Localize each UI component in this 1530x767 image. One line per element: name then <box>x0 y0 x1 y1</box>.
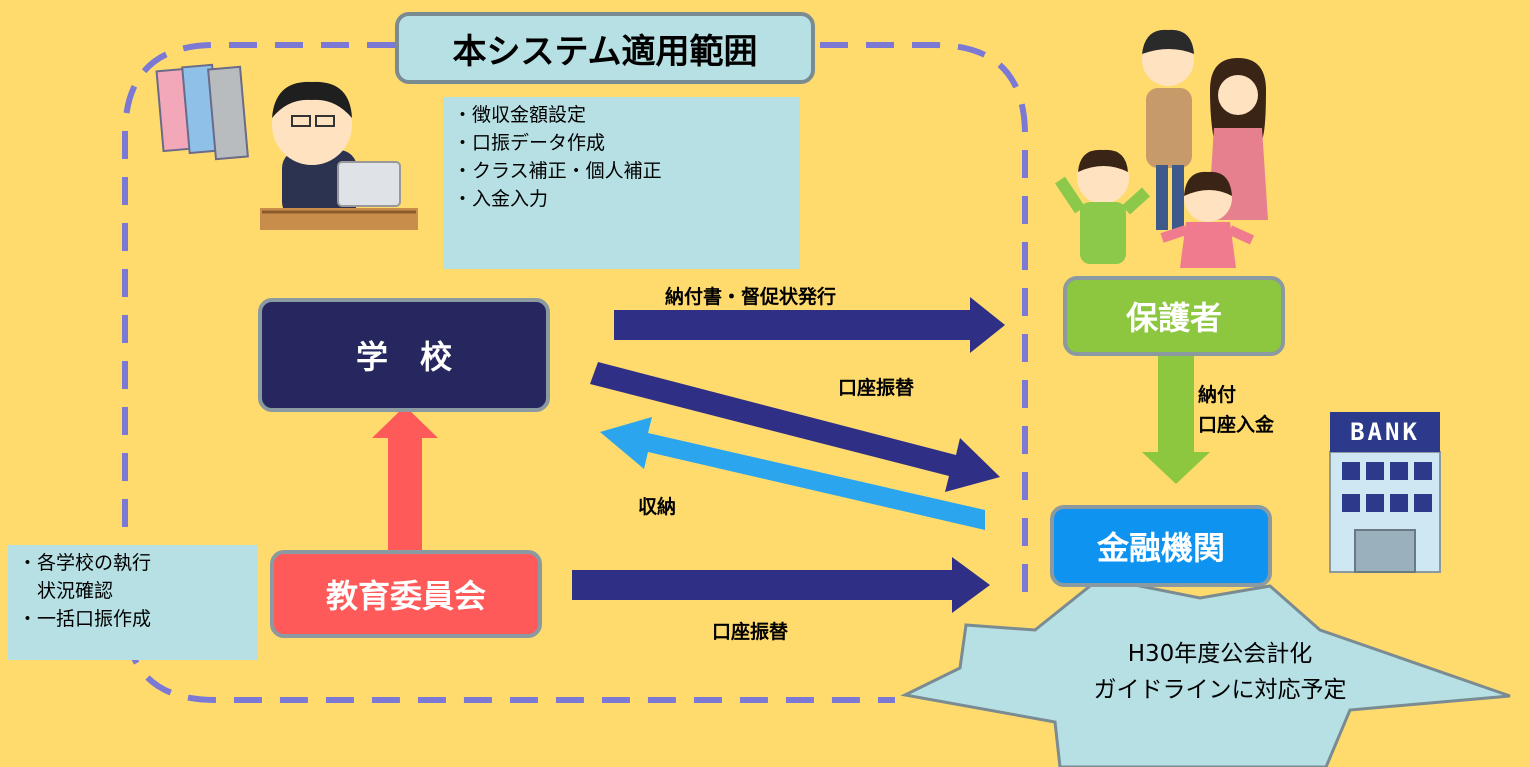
arrow-payment <box>1142 355 1210 484</box>
bank-building-icon <box>1329 451 1441 573</box>
family-icon <box>1055 29 1268 268</box>
scope-boundary <box>122 42 1028 703</box>
financial-institution-node: 金融機関 <box>1050 505 1272 587</box>
guardian-node: 保護者 <box>1063 276 1285 356</box>
arrow-transfer-board <box>572 557 990 613</box>
scope-title: 本システム適用範囲 <box>395 12 815 84</box>
teacher-at-computer-icon <box>260 81 418 230</box>
arrow-board-to-school <box>372 406 438 558</box>
binders-icon <box>155 63 249 161</box>
edge-label-issue: 納付書・督促状発行 <box>665 286 837 308</box>
arrow-transfer-school <box>590 362 1000 492</box>
arrow-issue <box>614 297 1005 353</box>
bank-sign: BANK <box>1330 412 1440 452</box>
callout-star <box>900 576 1511 767</box>
edge-label-transfer-school: 口座振替 <box>838 377 915 399</box>
edge-label-transfer-board: 口座振替 <box>712 621 789 643</box>
school-tasks-note: ・徴収金額設定 ・口振データ作成 ・クラス補正・個人補正 ・入金入力 <box>443 97 800 269</box>
arrow-collect <box>600 417 985 530</box>
edge-label-payment: 納付 口座入金 <box>1198 384 1275 436</box>
edge-label-collect: 収納 <box>638 496 677 518</box>
callout-text: H30年度公会計化 ガイドラインに対応予定 <box>1093 641 1347 703</box>
school-node: 学 校 <box>258 298 550 412</box>
board-of-education-node: 教育委員会 <box>270 550 542 638</box>
board-tasks-note: ・各学校の執行 状況確認 ・一括口振作成 <box>8 545 258 660</box>
